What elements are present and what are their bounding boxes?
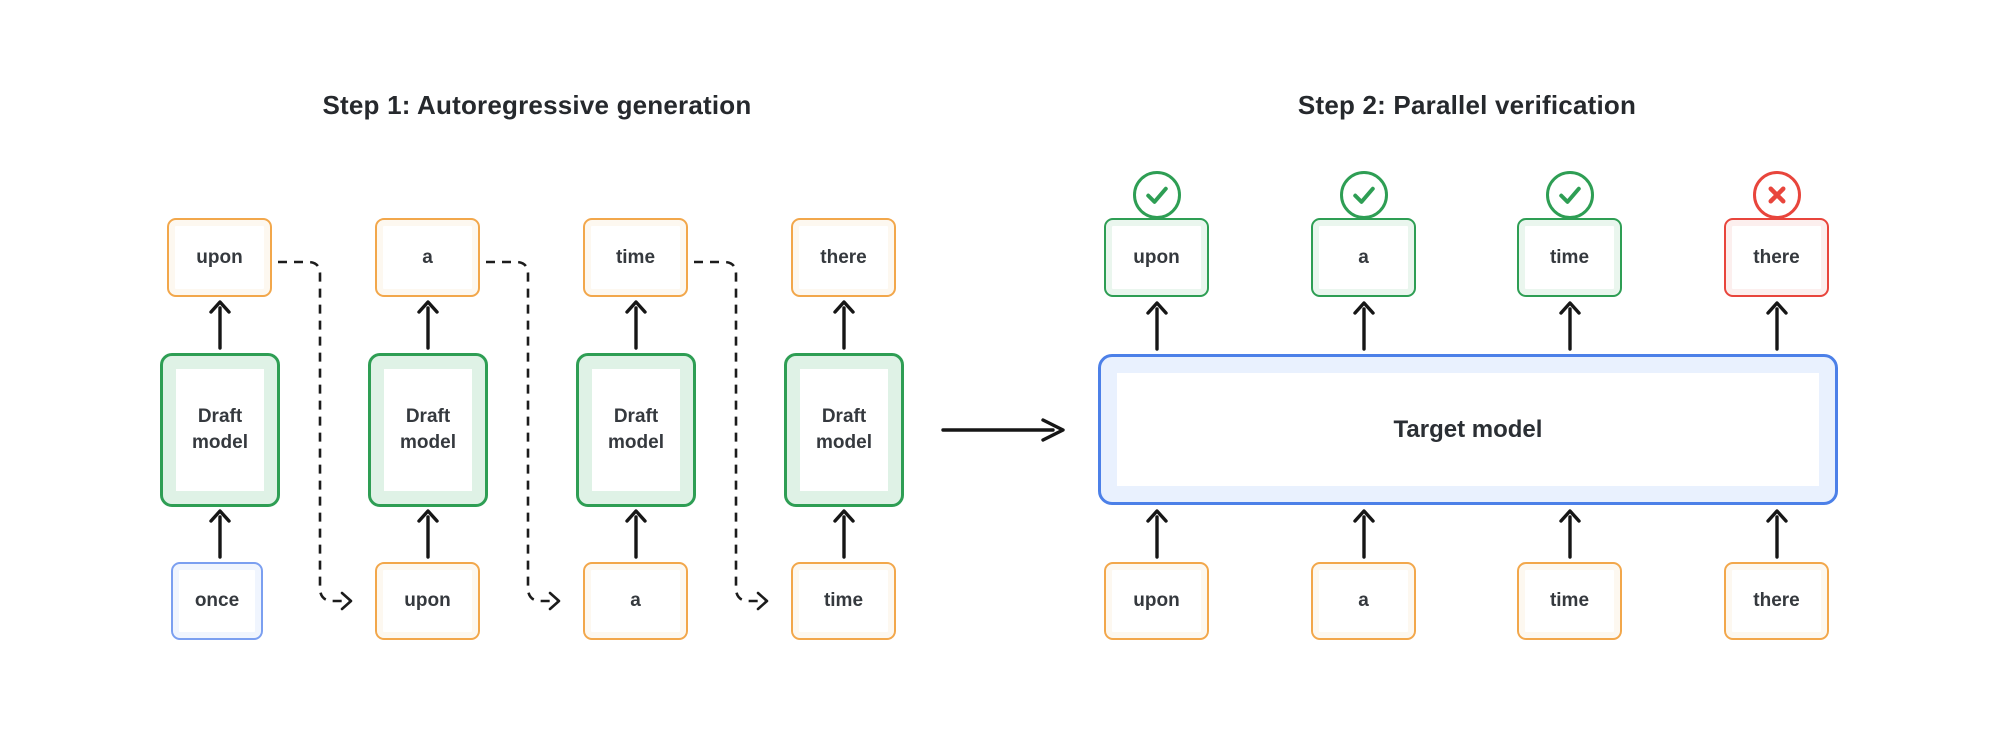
target-model-box: Target model — [1098, 354, 1838, 505]
step1-col4-output-token: there — [791, 218, 896, 297]
step2-col2-verified-token: a — [1311, 218, 1416, 297]
step2-col4-status-badge — [1753, 171, 1801, 219]
step2-col4-input-token: there — [1724, 562, 1829, 640]
step1-col2-input-token: upon — [375, 562, 480, 640]
step2-col2-status-badge — [1340, 171, 1388, 219]
step1-col1-input-token: once — [171, 562, 263, 640]
step2-col1-input-token: upon — [1104, 562, 1209, 640]
step2-col1-status-badge — [1133, 171, 1181, 219]
x-icon — [1768, 186, 1786, 204]
step1-col4-draft-model-box: Draft model — [784, 353, 904, 507]
step1-col2-output-token: a — [375, 218, 480, 297]
up-arrow — [209, 509, 855, 559]
check-icon — [1146, 186, 1168, 204]
step1-col1-draft-model-box: Draft model — [160, 353, 280, 507]
step2-col3-verified-token: time — [1517, 218, 1622, 297]
target-model-label: Target model — [1393, 415, 1543, 443]
check-icon — [1559, 186, 1581, 204]
up-arrow — [209, 300, 855, 350]
step2-col3-input-token: time — [1517, 562, 1622, 640]
step-transition-arrow — [941, 418, 1065, 442]
step2-col3-status-badge — [1546, 171, 1594, 219]
step2-col2-input-token: a — [1311, 562, 1416, 640]
step1-col3-output-token: time — [583, 218, 688, 297]
step2-col4-rejected-token: there — [1724, 218, 1829, 297]
step1-col2-draft-model-box: Draft model — [368, 353, 488, 507]
draft-model-label: Draft model — [400, 406, 456, 453]
step2-title: Step 2: Parallel verification — [1297, 90, 1637, 120]
step1-title: Step 1: Autoregressive generation — [322, 90, 752, 120]
draft-model-label: Draft model — [608, 406, 664, 453]
up-arrow — [1146, 509, 1788, 559]
draft-model-label: Draft model — [816, 406, 872, 453]
step1-col3-input-token: a — [583, 562, 688, 640]
up-arrow — [1146, 301, 1788, 351]
check-icon — [1353, 186, 1375, 204]
step1-col4-input-token: time — [791, 562, 896, 640]
step1-col1-output-token: upon — [167, 218, 272, 297]
draft-model-label: Draft model — [192, 406, 248, 453]
step2-col1-verified-token: upon — [1104, 218, 1209, 297]
step1-col3-draft-model-box: Draft model — [576, 353, 696, 507]
